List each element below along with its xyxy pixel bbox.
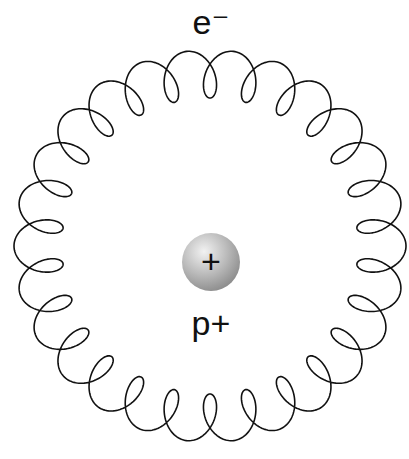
charge-sign: + [201,244,221,278]
helical-orbit [14,51,406,440]
proton-label: p+ [192,306,231,340]
proton-sphere: + [182,233,240,291]
electron-label: e⁻ [193,5,230,39]
